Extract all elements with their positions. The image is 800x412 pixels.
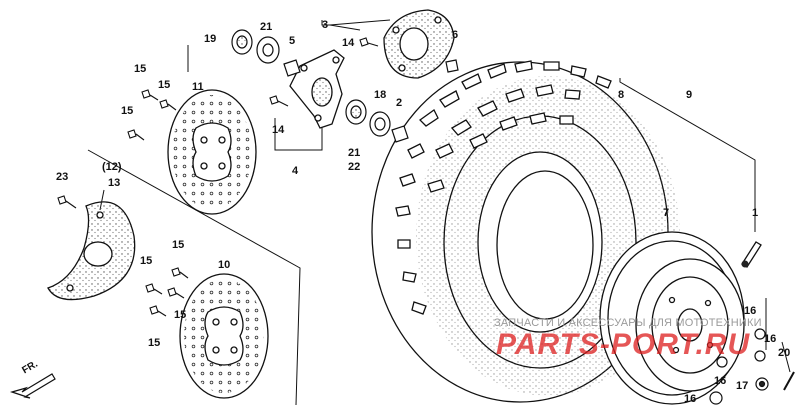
callout-6: 6	[452, 29, 458, 41]
callout-5: 5	[289, 35, 295, 47]
callout-15-f: 15	[174, 309, 186, 321]
watermark-tagline: ЗАПЧАСТИ И АКСЕССУАРЫ ДЛЯ МОТОТЕХНИКИ	[494, 317, 762, 329]
callout-15-e: 15	[140, 255, 152, 267]
brake-hub-flange	[383, 9, 455, 79]
callout-12: (12)	[102, 161, 122, 173]
callout-7: 7	[663, 207, 669, 219]
callout-16-d: 16	[684, 393, 696, 405]
callout-15-a: 15	[134, 63, 146, 75]
bolts	[57, 37, 379, 317]
callout-1: 1	[752, 207, 758, 219]
callout-21-lower: 21	[348, 147, 360, 159]
callout-9: 9	[686, 89, 692, 101]
callout-15-c: 15	[121, 105, 133, 117]
callout-8: 8	[618, 89, 624, 101]
callout-3: 3	[322, 19, 328, 31]
callout-2: 2	[396, 97, 402, 109]
callout-4: 4	[292, 165, 299, 177]
callout-20: 20	[778, 347, 790, 359]
disc-cover	[47, 201, 136, 301]
bearings-and-seals	[231, 29, 459, 143]
tire-tread-lugs	[395, 60, 612, 315]
wheel-nuts	[709, 328, 769, 405]
callout-21-upper: 21	[260, 21, 272, 33]
watermark-brand: PARTS-PORT.RU	[496, 328, 751, 361]
brake-disc-lower	[179, 273, 269, 399]
leader-lines	[87, 19, 791, 406]
callout-15-b: 15	[158, 79, 170, 91]
front-direction-arrow	[9, 373, 56, 399]
valve-stem	[741, 241, 762, 268]
callout-labels: 19 21 3 5 14 6 15 15 15 11 14 4 18 2 21 …	[56, 19, 790, 405]
callout-16-a: 16	[744, 305, 756, 317]
callout-14-upper: 14	[342, 37, 355, 49]
callout-16-b: 16	[764, 333, 776, 345]
callout-11: 11	[192, 81, 204, 93]
callout-13: 13	[108, 177, 120, 189]
callout-15-d: 15	[172, 239, 184, 251]
wheel-rim	[599, 231, 745, 405]
callout-22: 22	[348, 161, 360, 173]
brake-disc-upper	[167, 89, 257, 215]
callout-17: 17	[736, 380, 748, 392]
callout-16-c: 16	[714, 375, 726, 387]
hub	[289, 49, 345, 129]
callout-23: 23	[56, 171, 68, 183]
callout-19: 19	[204, 33, 216, 45]
cotter-pin	[783, 371, 795, 391]
callout-10: 10	[218, 259, 230, 271]
callout-15-g: 15	[148, 337, 160, 349]
callout-18: 18	[374, 89, 386, 101]
callout-14-lower: 14	[272, 124, 285, 136]
